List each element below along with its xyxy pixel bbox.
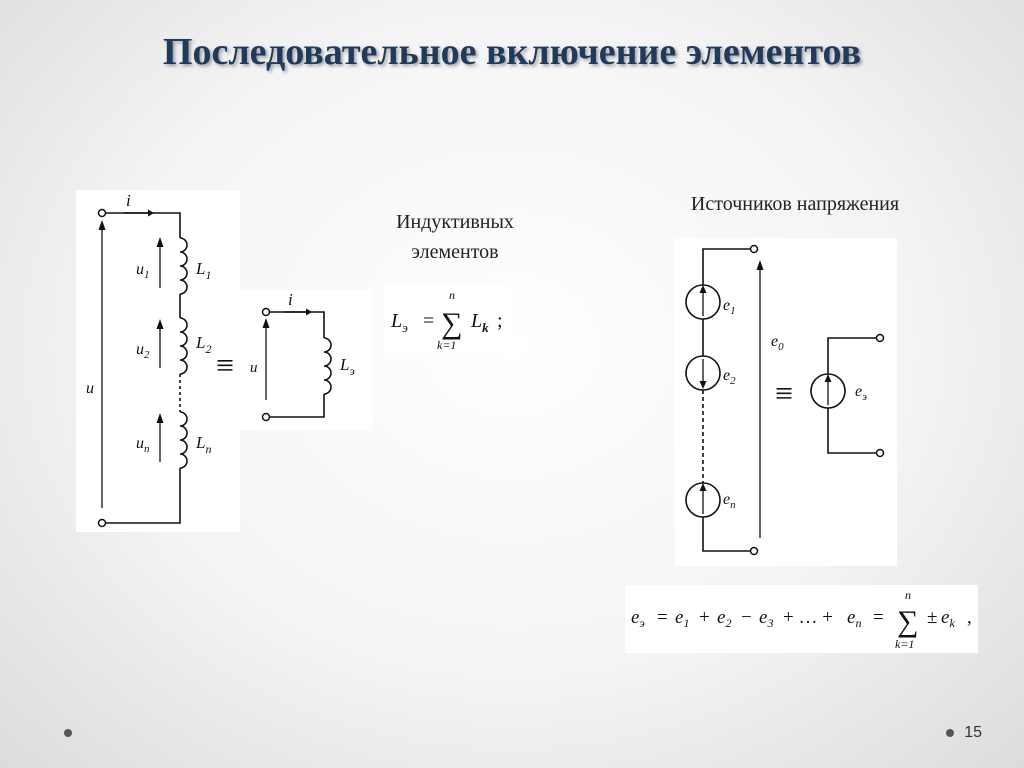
inductor-chain-diagram: i u u1 u2 un L1 L2 Ln bbox=[86, 191, 211, 528]
sources-chain-diagram: e1 e2 en e0 ≡ eэ bbox=[685, 244, 885, 556]
e0-arrowhead bbox=[756, 260, 764, 270]
f-sum-upper: n bbox=[905, 588, 911, 602]
f-op1: + bbox=[699, 607, 710, 628]
eq-top-terminal bbox=[261, 307, 271, 317]
equivalence-sign: ≡ bbox=[216, 347, 234, 383]
f-e1: e1 bbox=[675, 607, 689, 630]
src-bottom-terminal bbox=[749, 546, 759, 556]
eq-current-label: i bbox=[288, 290, 293, 309]
sum-sigma: ∑ bbox=[441, 307, 462, 340]
u2-label: u2 bbox=[136, 341, 150, 361]
eq-bottom-terminal bbox=[261, 412, 271, 422]
e2-label: e2 bbox=[723, 367, 736, 387]
sources-circuit-panel: e1 e2 en e0 ≡ eэ bbox=[675, 238, 897, 566]
formula-semicolon: ; bbox=[497, 310, 503, 332]
inductive-caption: Индуктивных элементов bbox=[360, 207, 550, 267]
Le-label: Lэ bbox=[339, 355, 355, 378]
eq-bottom-wire bbox=[270, 394, 325, 418]
e0-label: e0 bbox=[771, 333, 784, 353]
f-eq1: = bbox=[657, 607, 668, 628]
f-ek: ek bbox=[941, 607, 955, 630]
formula-term: Lk bbox=[470, 310, 489, 335]
f-op2: − bbox=[741, 607, 752, 628]
L2-label: L2 bbox=[195, 333, 211, 356]
inductor-L2 bbox=[179, 317, 188, 375]
eq-src-top-terminal bbox=[875, 333, 885, 343]
e1-arrowhead bbox=[699, 285, 707, 293]
sources-formula: eэ = e1 + e2 − e3 + … + en = n ∑ k=1 ± e… bbox=[625, 585, 978, 653]
formula-lhs: Lэ bbox=[390, 310, 408, 335]
inductive-caption-line1: Индуктивных bbox=[396, 211, 514, 233]
inductor-L1 bbox=[179, 237, 188, 295]
u1-label: u1 bbox=[136, 261, 150, 281]
eq-src-top-wire bbox=[827, 337, 876, 374]
bottom-wire bbox=[106, 468, 181, 524]
equivalent-inductor-coil bbox=[323, 337, 332, 395]
src-equivalence-sign: ≡ bbox=[775, 375, 793, 411]
f-e3: e3 bbox=[759, 607, 773, 630]
inductance-formula: Lэ = n ∑ k=1 Lk ; bbox=[385, 285, 510, 353]
current-label: i bbox=[126, 191, 131, 210]
total-voltage-label: u bbox=[86, 380, 94, 397]
page-number: 15 bbox=[964, 724, 982, 741]
L1-label: L1 bbox=[195, 259, 211, 282]
f-comma: , bbox=[967, 607, 972, 628]
u2-arrowhead bbox=[156, 319, 164, 329]
right-nav-dot bbox=[946, 729, 954, 737]
un-arrowhead bbox=[156, 413, 164, 423]
src-top-terminal bbox=[749, 244, 759, 254]
f-op3: + … + bbox=[783, 607, 833, 628]
top-terminal bbox=[97, 208, 107, 218]
eq-src-bottom-terminal bbox=[875, 448, 885, 458]
equivalent-inductor-panel: ≡ i u Lэ bbox=[212, 290, 372, 430]
src-bottom-wire bbox=[702, 517, 750, 552]
f-sum-lower: k=1 bbox=[895, 637, 914, 651]
un-label: un bbox=[136, 435, 150, 455]
slide-title: Последовательное включение элементов bbox=[162, 31, 862, 73]
e2-arrowhead bbox=[699, 381, 707, 389]
sources-caption: Источников напряжения bbox=[690, 193, 900, 215]
sum-lower-limit: k=1 bbox=[437, 338, 456, 352]
en-arrowhead bbox=[699, 483, 707, 491]
total-voltage-arrowhead bbox=[98, 220, 106, 230]
u1-arrowhead bbox=[156, 237, 164, 247]
en-label: en bbox=[723, 491, 736, 511]
f-e2: e2 bbox=[717, 607, 731, 630]
formula-equals: = bbox=[423, 310, 434, 332]
f-e-e: eэ bbox=[631, 607, 645, 630]
inductance-formula-svg: Lэ = n ∑ k=1 Lk ; bbox=[390, 288, 503, 352]
eq-src-bottom-wire bbox=[827, 408, 876, 454]
eq-voltage-arrowhead bbox=[262, 318, 270, 328]
sum-upper-limit: n bbox=[449, 288, 455, 302]
f-pm: ± bbox=[927, 607, 937, 628]
sources-formula-svg: eэ = e1 + e2 − e3 + … + en = n ∑ k=1 ± e… bbox=[631, 588, 972, 651]
current-arrowhead bbox=[148, 209, 154, 217]
e1-label: e1 bbox=[723, 297, 736, 317]
f-eq2: = bbox=[873, 607, 884, 628]
ee-label: eэ bbox=[855, 383, 867, 403]
eq-current-arrowhead bbox=[306, 308, 312, 316]
eq-voltage-label: u bbox=[250, 360, 258, 376]
eq-src-arrowhead bbox=[824, 374, 832, 382]
equivalent-inductor-diagram: ≡ i u Lэ bbox=[216, 290, 355, 422]
eq-top-wire bbox=[270, 311, 325, 338]
left-nav-dot bbox=[64, 729, 72, 737]
inductive-caption-line2: элементов bbox=[411, 241, 499, 263]
top-wire bbox=[106, 212, 181, 238]
inductor-Ln bbox=[179, 411, 188, 469]
f-sum-sigma: ∑ bbox=[897, 605, 918, 638]
f-en: en bbox=[847, 607, 861, 630]
Ln-label: Ln bbox=[195, 433, 211, 456]
src-top-wire bbox=[702, 248, 750, 285]
bottom-terminal bbox=[97, 518, 107, 528]
